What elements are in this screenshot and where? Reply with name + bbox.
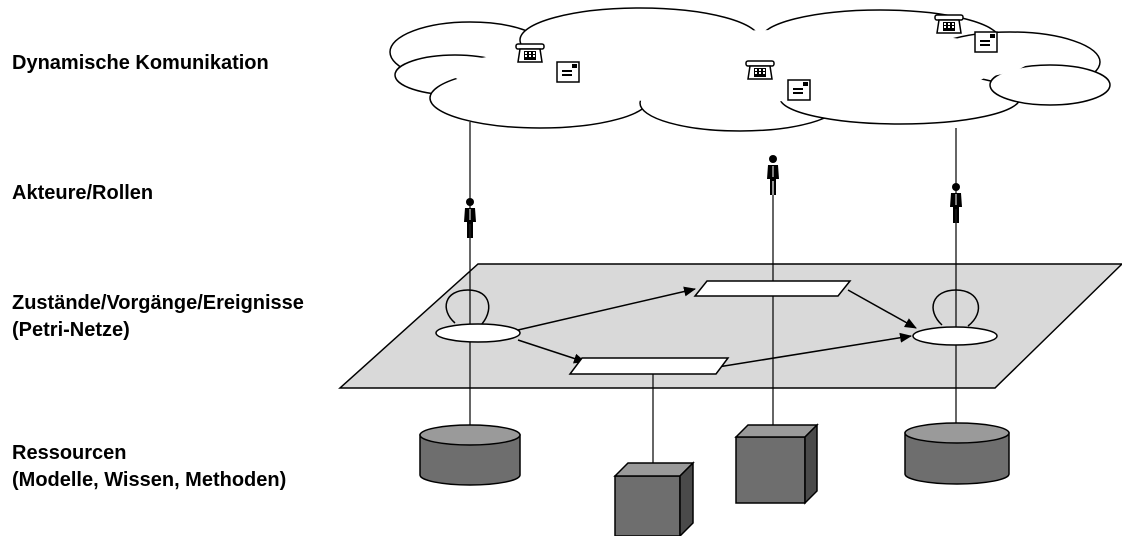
petri-arcs bbox=[517, 286, 917, 368]
letter-icon bbox=[974, 31, 998, 53]
cube-icon bbox=[613, 461, 695, 536]
petri-transition bbox=[568, 357, 730, 375]
label-resources-line1: Ressourcen bbox=[12, 442, 127, 464]
label-states-line1: Zustände/Vorgänge/Ereignisse bbox=[12, 292, 304, 314]
cube-icon bbox=[734, 423, 819, 505]
letter-icon bbox=[556, 61, 580, 83]
cylinder-icon bbox=[904, 422, 1010, 485]
label-actors: Akteure/Rollen bbox=[12, 182, 154, 204]
label-communication: Dynamische Komunikation bbox=[12, 52, 269, 74]
label-states: Zustände/Vorgänge/Ereignisse (Petri-Netz… bbox=[12, 290, 304, 344]
telephone-icon bbox=[934, 14, 964, 34]
label-resources: Ressourcen (Modelle, Wissen, Methoden) bbox=[12, 440, 286, 494]
letter-icon bbox=[787, 79, 811, 101]
label-states-line2: (Petri-Netze) bbox=[12, 319, 130, 341]
petri-place-right bbox=[912, 289, 998, 346]
cylinder-icon bbox=[419, 424, 521, 486]
connector-lines bbox=[469, 122, 957, 465]
cloud-fill bbox=[550, 30, 1030, 90]
label-resources-line2: (Modelle, Wissen, Methoden) bbox=[12, 469, 287, 491]
process-plane bbox=[338, 263, 1122, 389]
telephone-icon bbox=[515, 43, 545, 63]
person-icon bbox=[766, 154, 780, 196]
telephone-icon bbox=[745, 60, 775, 80]
petri-place-left bbox=[435, 289, 521, 343]
petri-transition bbox=[693, 280, 852, 297]
